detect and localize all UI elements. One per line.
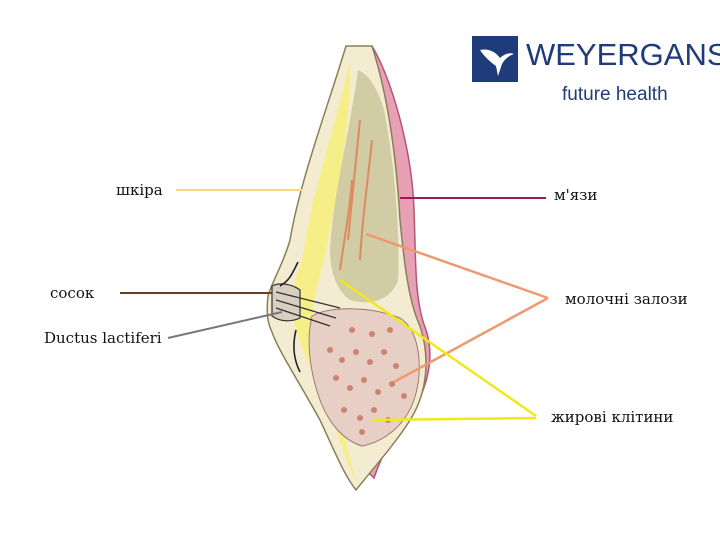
nipple xyxy=(271,261,341,373)
duct-streaks xyxy=(339,119,373,271)
fat-leader-line-lower xyxy=(371,416,537,422)
upper-gland-tissue xyxy=(330,70,399,303)
ductus-leader-line xyxy=(167,311,283,339)
subcutaneous-fat xyxy=(290,60,356,482)
lobule-dots xyxy=(327,327,407,435)
brand-wordmark: WEYERGANS xyxy=(526,37,720,72)
glands-leader-line-lower xyxy=(393,296,549,384)
label-mammary-glands: молочні залози xyxy=(565,290,688,308)
label-muscle: м'язи xyxy=(554,186,598,204)
label-nipple: сосок xyxy=(50,284,95,302)
label-skin: шкіра xyxy=(116,181,163,199)
glands-leader-line-upper xyxy=(365,232,549,300)
label-ductus-lactiferi: Ductus lactiferi xyxy=(44,329,162,347)
brand-tagline: future health xyxy=(562,84,668,105)
fat-leader-line-upper xyxy=(339,278,537,418)
brand-logo: WEYERGANS future health xyxy=(472,36,720,106)
bird-logo-icon xyxy=(472,36,518,82)
label-fat-cells: жирові клітини xyxy=(551,408,674,426)
